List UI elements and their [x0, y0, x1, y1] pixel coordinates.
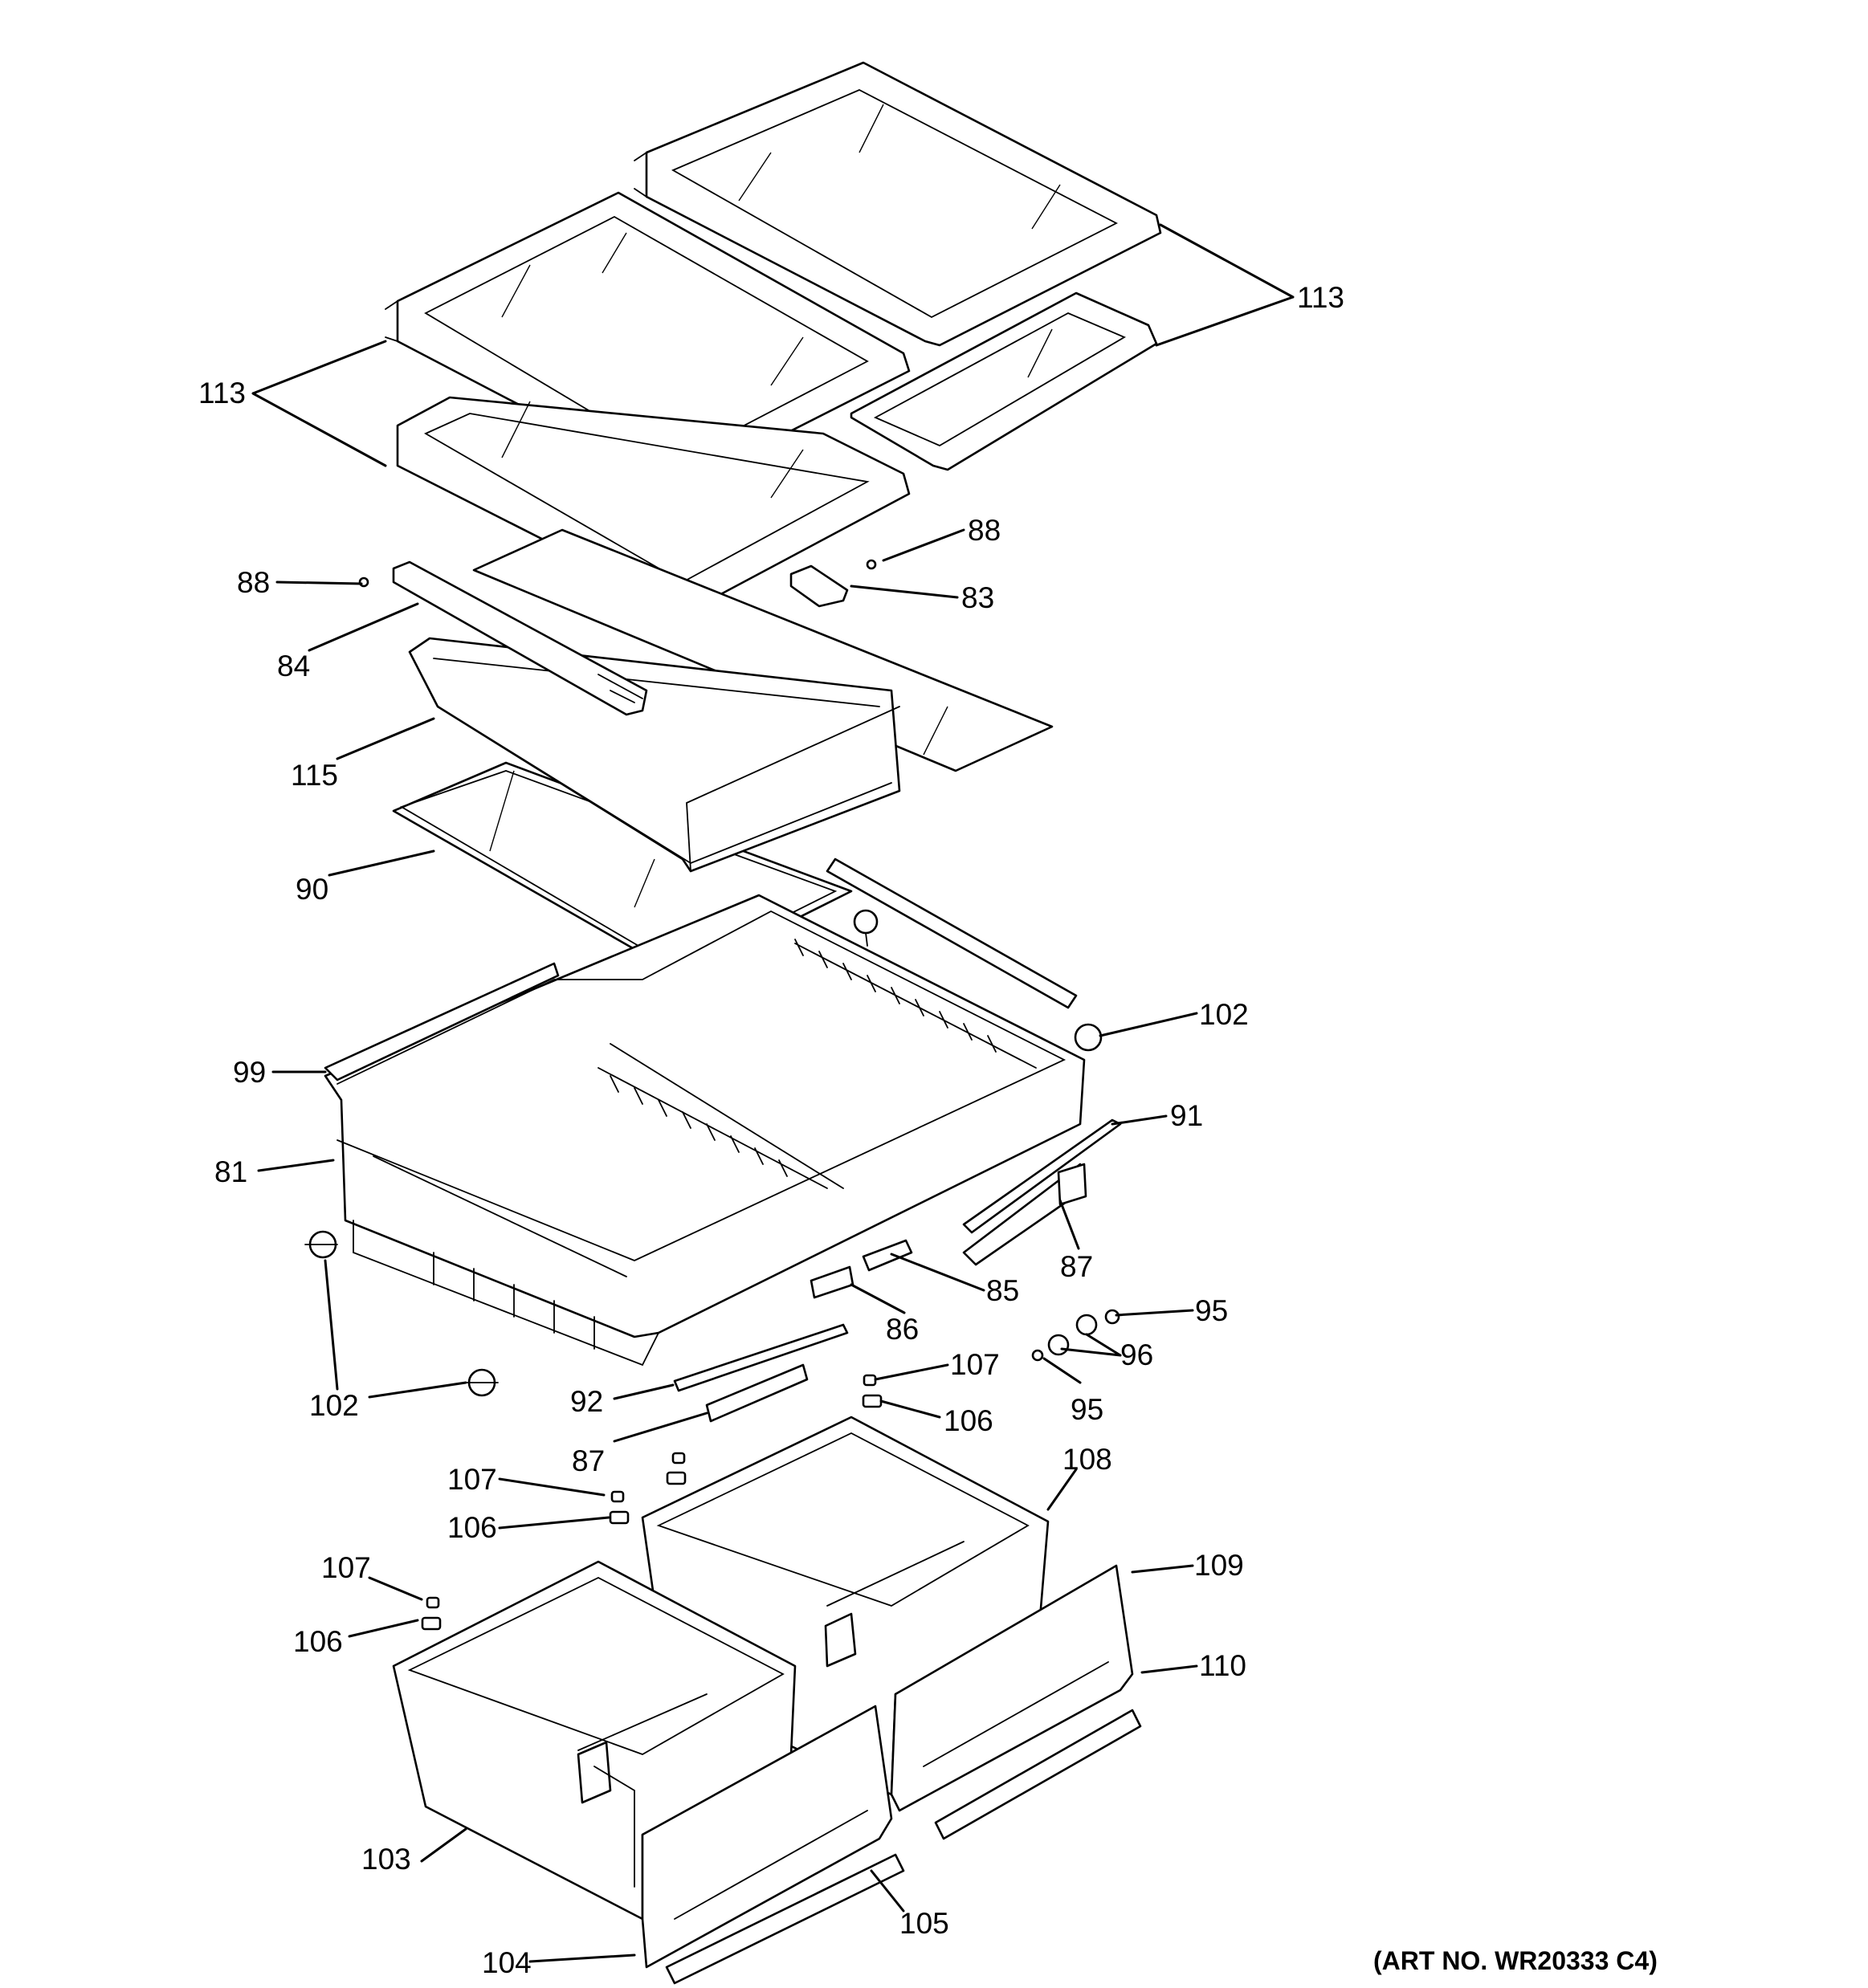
- roller-left-upper: [304, 1230, 338, 1259]
- callout-86: 86: [886, 1313, 919, 1346]
- art-number: (ART NO. WR20333 C4): [1373, 1946, 1658, 1975]
- callout-105: 105: [899, 1907, 949, 1940]
- callout-102-left: 102: [309, 1389, 359, 1422]
- callout-96: 96: [1120, 1338, 1153, 1371]
- roller-left-lower: [463, 1368, 499, 1397]
- callout-87-left: 87: [572, 1444, 605, 1477]
- rail-rack-91: [962, 1118, 1122, 1266]
- callout-99: 99: [233, 1056, 266, 1089]
- bearing-96-upper: [1075, 1309, 1120, 1336]
- callout-88-right: 88: [968, 514, 1001, 547]
- callout-103: 103: [361, 1843, 411, 1876]
- callout-85: 85: [986, 1274, 1019, 1307]
- roller-upper-right: [853, 909, 879, 947]
- callout-90: 90: [296, 873, 328, 906]
- leader-lines: [251, 223, 1295, 1963]
- callout-108: 108: [1062, 1443, 1112, 1476]
- control-slide-85: [862, 1239, 913, 1272]
- pan-slide-end: [789, 564, 849, 608]
- shelf-lower-left: [396, 396, 911, 612]
- callout-115: 115: [291, 759, 338, 792]
- callout-104: 104: [482, 1946, 532, 1979]
- cover-seal-99: [324, 962, 560, 1082]
- bearing-96-lower: [1031, 1334, 1070, 1362]
- meat-pan: [392, 560, 901, 873]
- callout-labels: 113 113 88 88 83 84 115 90 102 99 91 81 …: [198, 281, 1344, 1979]
- callout-87-right: 87: [1060, 1250, 1093, 1283]
- callout-106-middle: 106: [447, 1511, 497, 1544]
- callout-106-right: 106: [944, 1404, 993, 1437]
- callout-95-upper: 95: [1195, 1294, 1228, 1327]
- rail-right-upper: [826, 858, 1078, 1009]
- callout-91: 91: [1170, 1099, 1203, 1132]
- callout-106-left: 106: [293, 1625, 343, 1658]
- callout-83: 83: [961, 581, 994, 614]
- callout-92: 92: [570, 1385, 603, 1418]
- callout-88-left: 88: [237, 566, 270, 599]
- crisper-drawer-left: [392, 1560, 905, 1985]
- crisper-cover-frame: [324, 894, 1086, 1367]
- shelf-upper-right: [634, 61, 1162, 347]
- callout-84: 84: [277, 650, 310, 682]
- roller-right: [1074, 1023, 1103, 1052]
- callout-113-left: 113: [198, 377, 246, 409]
- control-slide-86: [810, 1265, 854, 1299]
- callout-107-right: 107: [950, 1348, 1000, 1381]
- callout-81: 81: [214, 1155, 247, 1188]
- small-pins: [358, 559, 883, 1631]
- callout-109: 109: [1194, 1549, 1244, 1582]
- callout-110: 110: [1199, 1649, 1246, 1682]
- callout-107-middle: 107: [447, 1463, 497, 1496]
- callout-107-left: 107: [321, 1551, 371, 1584]
- callout-113-right: 113: [1297, 281, 1344, 314]
- shelf-lower-right: [850, 291, 1158, 471]
- rail-rack-92: [673, 1323, 849, 1423]
- callout-95-lower: 95: [1071, 1393, 1103, 1426]
- callout-102-right: 102: [1199, 998, 1249, 1031]
